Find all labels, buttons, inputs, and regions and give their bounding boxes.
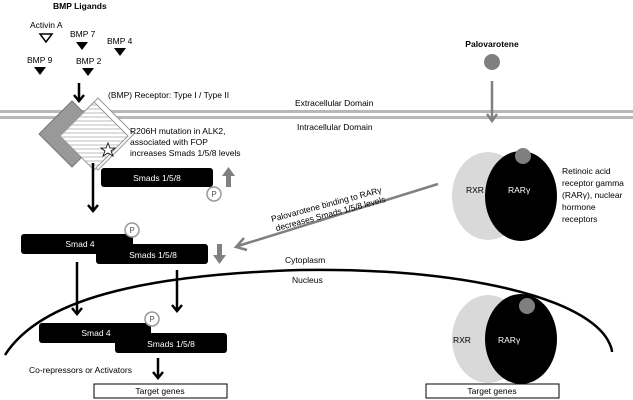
rar-nucleus-label: RARγ: [498, 335, 521, 345]
filled-triangle-icon: [114, 48, 126, 56]
filled-triangle-icon: [76, 42, 88, 50]
filled-triangle-icon: [82, 68, 94, 76]
ligands-title: BMP Ligands: [53, 1, 107, 11]
palovarotene-molecule-icon: [484, 54, 500, 70]
ligand-label: Activin A: [30, 20, 63, 30]
palovarotene-effect-text: Palovarotene binding to RARγ decreases S…: [270, 185, 387, 233]
receptor-desc-line-4: hormone: [562, 202, 596, 212]
membrane-outer-line: [0, 110, 633, 113]
ligand-label: BMP 4: [107, 36, 133, 46]
ligand-label: BMP 9: [27, 55, 53, 65]
target-genes-box-left: [93, 383, 228, 399]
nuclear-smad4-label: Smad 4: [81, 328, 111, 338]
mutation-note-line-2: associated with FOP: [130, 137, 208, 147]
extracellular-label: Extracellular Domain: [295, 98, 374, 108]
filled-triangle-icon: [34, 67, 46, 75]
smads-158-label: Smads 1/5/8: [133, 173, 181, 183]
ligand-bmp7: BMP 7: [70, 29, 96, 50]
nucleus-label: Nucleus: [292, 275, 323, 285]
target-genes-label-right: Target genes: [467, 386, 516, 396]
down-arrow-icon: [213, 255, 226, 264]
rar-label: RARγ: [508, 185, 531, 195]
ligand-label: BMP 2: [76, 56, 102, 66]
target-genes-box-right: [425, 383, 560, 399]
arrow-head-icon: [73, 94, 85, 103]
ligand-bound-icon: [519, 298, 535, 314]
ligand-label: BMP 7: [70, 29, 96, 39]
phosphate-label: P: [149, 315, 154, 324]
smads-158-complex-label: Smads 1/5/8: [129, 250, 177, 260]
arrow-head-icon: [152, 371, 164, 380]
receptor-desc-line-1: Retinoic acid: [562, 166, 611, 176]
rar-gamma-nucleus: [485, 294, 557, 384]
target-genes-label-left: Target genes: [135, 386, 184, 396]
nuclear-smads-158-label: Smads 1/5/8: [147, 339, 195, 349]
rar-gamma-cytoplasm: [485, 151, 557, 241]
nuclear-smads-158-box: [115, 333, 227, 353]
ligand-bmp4: BMP 4: [107, 36, 133, 56]
smads-158-complex-box: [96, 244, 208, 264]
bmp-receptor: [38, 97, 135, 171]
ligand-activin-a: Activin A: [30, 20, 63, 44]
arrow-head-icon: [87, 204, 99, 213]
co-factors-label: Co-repressors or Activators: [29, 365, 132, 375]
membrane-inner-line: [0, 116, 633, 119]
receptor-desc-line-5: receptors: [562, 214, 597, 224]
rxr-label: RXR: [466, 185, 484, 195]
intracellular-label: Intracellular Domain: [297, 122, 373, 132]
palovarotene-label: Palovarotene: [465, 39, 519, 49]
arrow-head-icon: [233, 237, 248, 252]
phosphate-icon: [206, 186, 222, 202]
phosphate-label: P: [129, 226, 134, 235]
palovarotene-effect-arrow: [237, 182, 439, 248]
ligand-bmp2: BMP 2: [76, 56, 102, 76]
outline-triangle-icon: [38, 33, 54, 44]
rxr-nucleus-label: RXR: [453, 335, 471, 345]
mutation-star-icon: [99, 141, 117, 157]
arrow-head-icon: [171, 304, 183, 313]
decrease-arrow: [217, 244, 222, 256]
phosphate-icon: [144, 311, 160, 327]
cytoplasm-label: Cytoplasm: [285, 255, 325, 265]
phosphate-icon: [124, 222, 140, 238]
arrow-head-icon: [71, 307, 83, 316]
smad4-label: Smad 4: [65, 239, 95, 249]
receptor-label: (BMP) Receptor: Type I / Type II: [108, 90, 229, 100]
palovarotene-bound-icon: [515, 148, 531, 164]
up-arrow-icon: [222, 167, 235, 176]
receptor-desc-line-2: receptor gamma: [562, 178, 624, 188]
phosphate-label: P: [211, 190, 216, 199]
arrow-head-icon: [485, 113, 499, 124]
smads-158-box: [101, 168, 213, 187]
mutation-note-line-1: R206H mutation in ALK2,: [130, 126, 225, 136]
receptor-desc-line-3: (RARγ), nuclear: [562, 190, 623, 200]
ligand-bmp9: BMP 9: [27, 55, 53, 75]
mutation-note-line-3: increases Smads 1/5/8 levels: [130, 148, 241, 158]
increase-arrow: [226, 175, 231, 187]
